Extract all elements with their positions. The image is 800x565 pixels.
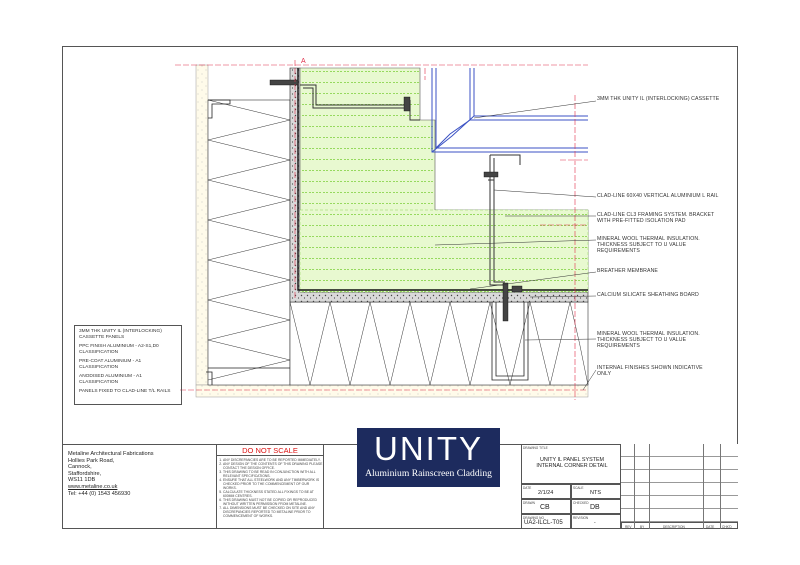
company-details: Metaline Architectural Fabrications Holl… (68, 451, 154, 497)
dns-note: ENSURE THAT ALL STEELWORK AND ANY TIMBER… (223, 478, 323, 490)
revision-column-lines (720, 444, 721, 529)
date-header: DATE (706, 524, 715, 529)
unity-cassette-panels (431, 68, 588, 153)
do-not-scale-title: DO NOT SCALE (217, 444, 323, 456)
drawn-cell: DRAWN CB (521, 499, 571, 514)
dns-note: THIS DRAWING TO BE READ IN CONJUNCTION W… (223, 470, 323, 478)
date-value: 2/1/24 (538, 490, 554, 496)
callout-mineral-wool-inner: MINERAL WOOL THERMAL INSULATION. THICKNE… (597, 331, 700, 349)
drawing-number-cell: DRAWING No UA2-ILCL-T05 (521, 514, 571, 529)
drawing-title-line: UNITY IL PANEL SYSTEM (539, 457, 605, 463)
checked-value: DB (590, 504, 600, 511)
company-name: Metaline Architectural Fabrications (68, 451, 154, 457)
specification-notes: 3MM THK UNITY IL (INTERLOCKING) CASSETTE… (74, 325, 182, 405)
address-line: Cannock, (68, 464, 92, 471)
spec-note: ANODISED ALUMINIUM - A1 CLASSIFICATION (79, 374, 142, 385)
section-marker: A (301, 58, 306, 65)
internal-finish-left (195, 64, 209, 386)
revision-table-rows (621, 444, 738, 522)
checked-cell: CHECKED DB (571, 499, 621, 514)
dns-note: ALL DIMENSIONS MUST BE CHECKED ON SITE A… (223, 506, 323, 518)
dns-note: THIS DRAWING MUST NOT BE COPIED OR REPRO… (223, 498, 323, 506)
date-cell: DATE 2/1/24 (521, 484, 571, 499)
drawing-number-label: DRAWING No (523, 515, 544, 520)
mineral-wool-inner-bottom (289, 301, 589, 386)
mineral-wool-inner-left (207, 99, 291, 386)
dns-note: ANY DESIGN OF THE CONTENTS OF THIS DRAWI… (223, 462, 323, 470)
revision-value: - (594, 520, 596, 526)
breather-membrane (297, 68, 588, 291)
scale-value: NTS (590, 490, 601, 496)
callout-internal-finishes: INTERNAL FINISHES SHOWN INDICATIVE ONLY (597, 365, 703, 377)
drawn-value: CB (540, 504, 550, 511)
scale-label: SCALE (573, 485, 584, 490)
dns-note: ANY DISCREPANCIES ARE TO BE REPORTED IMM… (223, 458, 323, 462)
dimension-lines (175, 60, 588, 400)
dns-note: CALCULATE THICKNESS STATED ALL FIXINGS T… (223, 490, 323, 498)
revision-label: REVISION (573, 515, 589, 520)
callout-framing-system: CLAD-LINE CL3 FRAMING SYSTEM. BRACKET WI… (597, 212, 715, 224)
drawing-title-cell: DRAWING TITLE UNITY IL PANEL SYSTEM INTE… (521, 444, 621, 484)
spec-note: 3MM THK UNITY IL (INTERLOCKING) CASSETTE… (79, 329, 162, 340)
revision-column-lines (703, 444, 704, 529)
drawing-number-value: UA2-ILCL-T05 (524, 520, 563, 526)
revision-column-lines (634, 444, 635, 529)
drawn-label: DRAWN (523, 500, 535, 505)
unity-logo: UNITY Aluminium Rainscreen Cladding (357, 428, 500, 487)
logo-title: UNITY (374, 430, 483, 467)
drawing-title: UNITY IL PANEL SYSTEM INTERNAL CORNER DE… (530, 457, 614, 469)
description-header: DESCRIPTION (663, 524, 685, 529)
clad-line-rails (300, 84, 521, 286)
rev-header: REV (625, 524, 632, 529)
address-line: WS11 1DB (68, 477, 96, 484)
drawing-info-grid: DRAWING TITLE UNITY IL PANEL SYSTEM INTE… (521, 444, 738, 529)
drawing-sheet (62, 46, 738, 529)
callout-cassette: 3MM THK UNITY IL (INTERLOCKING) CASSETTE (597, 96, 720, 102)
logo-subtitle: Aluminium Rainscreen Cladding (365, 468, 492, 479)
date-label: DATE (523, 485, 532, 490)
revision-cell: REVISION - (571, 514, 621, 529)
drawing-title-line: INTERNAL CORNER DETAIL (536, 463, 608, 469)
spec-note: PANELS FIXED TO CLAD-LINE T/L RAILS (79, 389, 171, 394)
callout-vertical-rail: CLAD-LINE 60x40 VERTICAL ALUMINIUM L RAI… (597, 193, 719, 199)
callout-leaders (434, 100, 597, 391)
address-line: Staffordshire, (68, 470, 102, 477)
spec-note: PRE-COAT ALUMINIUM - A1 CLASSIFICATION (79, 359, 142, 370)
revision-table-header: REV BY DESCRIPTION DATE CHK'D (621, 522, 738, 530)
website-link[interactable]: www.metaline.co.uk (68, 483, 118, 490)
callout-breather-membrane: BREATHER MEMBRANE (597, 268, 658, 274)
fixing-bolts (269, 79, 523, 322)
do-not-scale-notes: ANY DISCREPANCIES ARE TO BE REPORTED IMM… (217, 458, 323, 518)
do-not-scale-block: DO NOT SCALE ANY DISCREPANCIES ARE TO BE… (216, 444, 324, 529)
callout-calcium-silicate: CALCIUM SILICATE SHEATHING BOARD (597, 292, 699, 298)
steel-studs (206, 99, 529, 385)
address-line: Hollies Park Road, (68, 457, 115, 464)
telephone: Tel: +44 (0) 1543 456930 (68, 490, 131, 497)
callout-mineral-wool-outer: MINERAL WOOL THERMAL INSULATION. THICKNE… (597, 236, 700, 254)
scale-cell: SCALE NTS (571, 484, 621, 499)
drawing-title-label: DRAWING TITLE (523, 445, 548, 450)
revision-column-lines (649, 444, 650, 529)
spec-note: PPC FINISH ALUMINIUM - A2-S1,D0 CLASSIFI… (79, 344, 159, 355)
checked-header: CHK'D (722, 524, 732, 529)
internal-finish-bottom (195, 384, 589, 398)
mineral-wool-outer-lower (299, 209, 589, 293)
checked-label: CHECKED (573, 500, 589, 505)
by-header: BY (640, 524, 645, 529)
